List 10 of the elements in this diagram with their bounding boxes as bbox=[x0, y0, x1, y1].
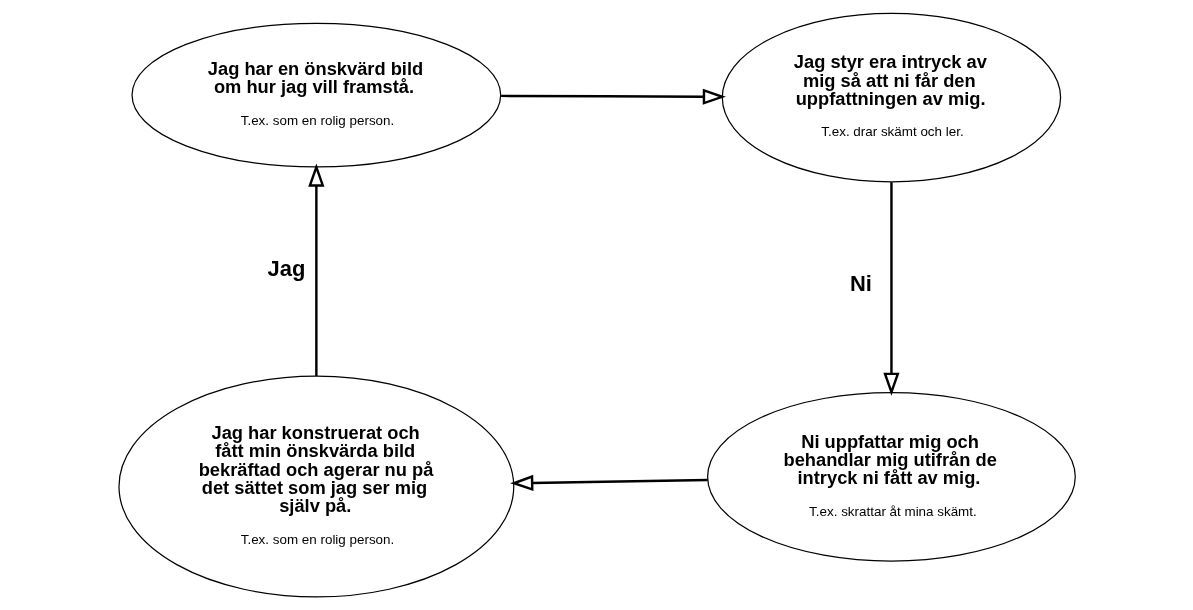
arrow bbox=[500, 88, 726, 105]
arrow bbox=[307, 163, 324, 376]
node-ellipse: Jag har konstruerat och fått min önskvärda bild bekräftad och agerar nu på det sättet som jag ser mig själv på. T.ex. som en rolig person. bbox=[117, 375, 514, 598]
edge-label: Ni bbox=[849, 271, 872, 297]
node-ellipse: Ni uppfattar mig och behandlar mig utifrån de intryck ni fått av mig. T.ex. skrattar åt mina skämt. bbox=[706, 391, 1076, 562]
node-ellipse: Jag har en önskvärd bild om hur jag vill framstå. T.ex. som en rolig person. bbox=[130, 22, 501, 168]
arrow bbox=[509, 474, 708, 492]
node-ellipse: Jag styr era intryck av mig så att ni får den uppfattningen av mig. T.ex. drar skämt och ler. bbox=[721, 12, 1061, 183]
edge-label: Jag bbox=[267, 255, 305, 281]
arrow bbox=[882, 182, 900, 396]
